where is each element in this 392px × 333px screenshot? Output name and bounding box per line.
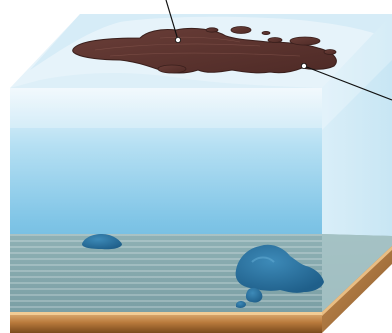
oil-spill-diagram: [0, 0, 392, 333]
diagram-canvas: [0, 0, 392, 333]
